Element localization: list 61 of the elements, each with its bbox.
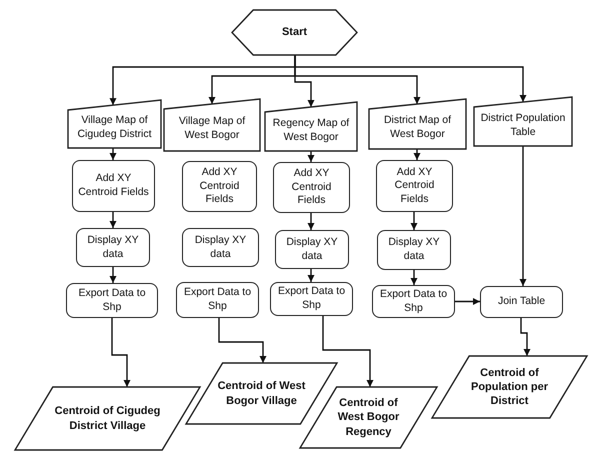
node-label: District Population Table — [480, 112, 566, 140]
node-label: Join Table — [498, 295, 546, 309]
arrow — [218, 318, 266, 363]
arrow — [308, 151, 314, 162]
node-label: Display XY data — [285, 236, 339, 264]
node-label: Add XY Centroid Fields — [77, 172, 150, 200]
node-label: Export Data to Shp — [182, 286, 252, 314]
process-box — [275, 230, 349, 269]
process-box — [273, 162, 350, 213]
arrow — [308, 213, 314, 230]
arrow — [520, 146, 526, 286]
manual-input-shape — [265, 102, 357, 151]
node-label: Add XY Centroid Fields — [394, 166, 436, 206]
node-label: Centroid of Population per District — [470, 366, 549, 408]
arrow — [410, 212, 418, 230]
process-box — [66, 283, 158, 318]
process-box — [480, 286, 563, 318]
start-hexagon — [232, 10, 357, 55]
arrow — [410, 270, 418, 285]
node-label: Start — [282, 25, 308, 40]
arrow — [111, 318, 130, 387]
process-box — [76, 228, 150, 267]
node-label: Add XY Centroid Fields — [198, 166, 240, 207]
manual-input-shape — [369, 99, 466, 149]
node-label: Display XY data — [86, 234, 140, 262]
manual-input-shape — [474, 97, 572, 146]
arrow — [294, 55, 526, 102]
node-label: Centroid of Cigudeg District Village — [54, 404, 162, 433]
node-label: Centroid of West Bogor Village — [216, 379, 306, 408]
manual-input-shape — [164, 99, 260, 151]
node-label: Centroid of West Bogor Regency — [336, 396, 400, 439]
manual-input-shape — [68, 100, 161, 148]
arrow — [455, 298, 480, 305]
output-parallelogram — [432, 356, 587, 418]
arrow — [322, 316, 374, 387]
process-box — [372, 285, 455, 318]
process-box — [182, 161, 257, 212]
arrow — [520, 318, 530, 356]
process-box — [376, 160, 453, 212]
arrow — [110, 212, 116, 228]
node-label: Village Map of Cigudeg District — [76, 114, 153, 142]
process-box — [377, 230, 451, 270]
node-label: Add XY Centroid Fields — [290, 167, 332, 208]
node-label: Display XY data — [387, 236, 441, 264]
arrow — [308, 269, 314, 282]
arrow — [414, 149, 420, 160]
node-label: Export Data to Shp — [378, 288, 448, 316]
arrow — [110, 267, 116, 283]
node-label: Export Data to Shp — [77, 286, 147, 314]
process-box — [176, 282, 259, 318]
process-box — [72, 160, 155, 212]
arrow — [110, 148, 116, 160]
output-parallelogram — [186, 363, 337, 424]
output-parallelogram — [15, 387, 200, 450]
node-label: District Map of West Bogor — [382, 114, 452, 142]
process-box — [182, 228, 259, 267]
process-box — [270, 282, 353, 316]
node-label: Regency Map of West Bogor — [272, 116, 350, 144]
node-label: Display XY data — [194, 234, 248, 262]
node-label: Village Map of West Bogor — [178, 115, 246, 143]
node-label: Export Data to Shp — [276, 285, 346, 313]
